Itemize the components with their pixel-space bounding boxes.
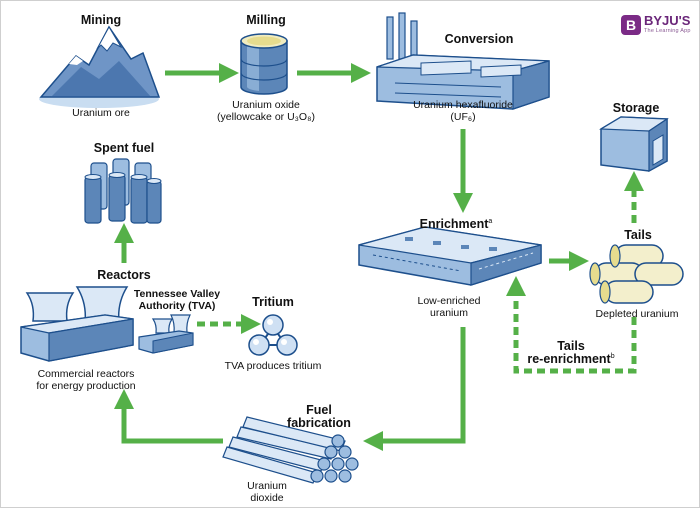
tails-reenrichment-footnote: b xyxy=(610,352,615,360)
reactors-caption-line2: for energy production xyxy=(36,380,136,392)
milling-caption-line2: (yellowcake or U₃O₈) xyxy=(217,111,315,123)
fuel-rods-icon xyxy=(222,416,359,484)
tails-caption: Depleted uranium xyxy=(595,308,679,320)
molecule-icon xyxy=(248,314,298,356)
logo-badge: B xyxy=(621,15,641,35)
milling-title: Milling xyxy=(246,13,286,27)
tails-reenrichment-line1: Tails xyxy=(557,339,585,353)
cylinders-icon xyxy=(589,244,684,304)
enrichment-title-text: Enrichment xyxy=(419,217,489,231)
storage-title: Storage xyxy=(612,101,660,115)
conversion-caption-line2: (UF₆) xyxy=(450,111,476,123)
fuel-fabrication-line1: Fuel xyxy=(306,403,332,417)
tails-reenrichment-line2-text: re-enrichment xyxy=(527,352,611,366)
mining-caption: Uranium ore xyxy=(72,107,130,119)
enrichment-caption-line1: Low-enriched xyxy=(417,295,481,307)
barrel-icon xyxy=(240,33,288,95)
fuel-fabrication-caption-line2: dioxide xyxy=(250,492,284,504)
warehouse-icon xyxy=(598,116,669,173)
fuel-fabrication-line2: fabrication xyxy=(287,416,351,430)
arrow-tails-reenrichment xyxy=(506,276,637,374)
small-reactor-icon xyxy=(138,314,194,354)
tails-reenrichment-line2: re-enrichmentb xyxy=(527,352,614,366)
logo-name: BYJU'S xyxy=(644,13,691,28)
conversion-title: Conversion xyxy=(444,32,514,46)
milling-caption-line1: Uranium oxide xyxy=(232,99,300,111)
mountain-icon xyxy=(39,25,161,108)
flow-arrows xyxy=(114,63,644,451)
byjus-logo: B BYJU'S The Learning App xyxy=(621,13,693,37)
arrow-fabrication-to-reactors xyxy=(114,389,223,444)
reactors-title: Reactors xyxy=(97,268,151,282)
tails-title: Tails xyxy=(624,228,652,242)
arrow-enrichment-to-fabrication xyxy=(363,327,466,451)
factory-icon xyxy=(376,12,550,110)
conversion-caption-line1: Uranium hexafluoride xyxy=(413,99,513,111)
fuel-fabrication-caption-line1: Uranium xyxy=(247,480,287,492)
tritium-caption: TVA produces tritium xyxy=(224,360,322,372)
tva-title-line2: Authority (TVA) xyxy=(138,300,216,312)
reactors-caption-line1: Commercial reactors xyxy=(37,368,135,380)
enrichment-footnote: a xyxy=(488,217,493,225)
spent-fuel-title: Spent fuel xyxy=(93,141,155,155)
reactor-icon xyxy=(20,286,134,362)
mining-title: Mining xyxy=(80,13,122,27)
enrichment-title: Enrichmenta xyxy=(420,217,493,231)
logo-tagline: The Learning App xyxy=(644,28,691,34)
tva-title-line1: Tennessee Valley xyxy=(133,288,221,300)
tritium-title: Tritium xyxy=(252,295,294,309)
enrichment-caption-line2: uranium xyxy=(430,307,468,319)
fuel-casks-icon xyxy=(84,158,162,224)
plant-icon xyxy=(358,226,542,286)
